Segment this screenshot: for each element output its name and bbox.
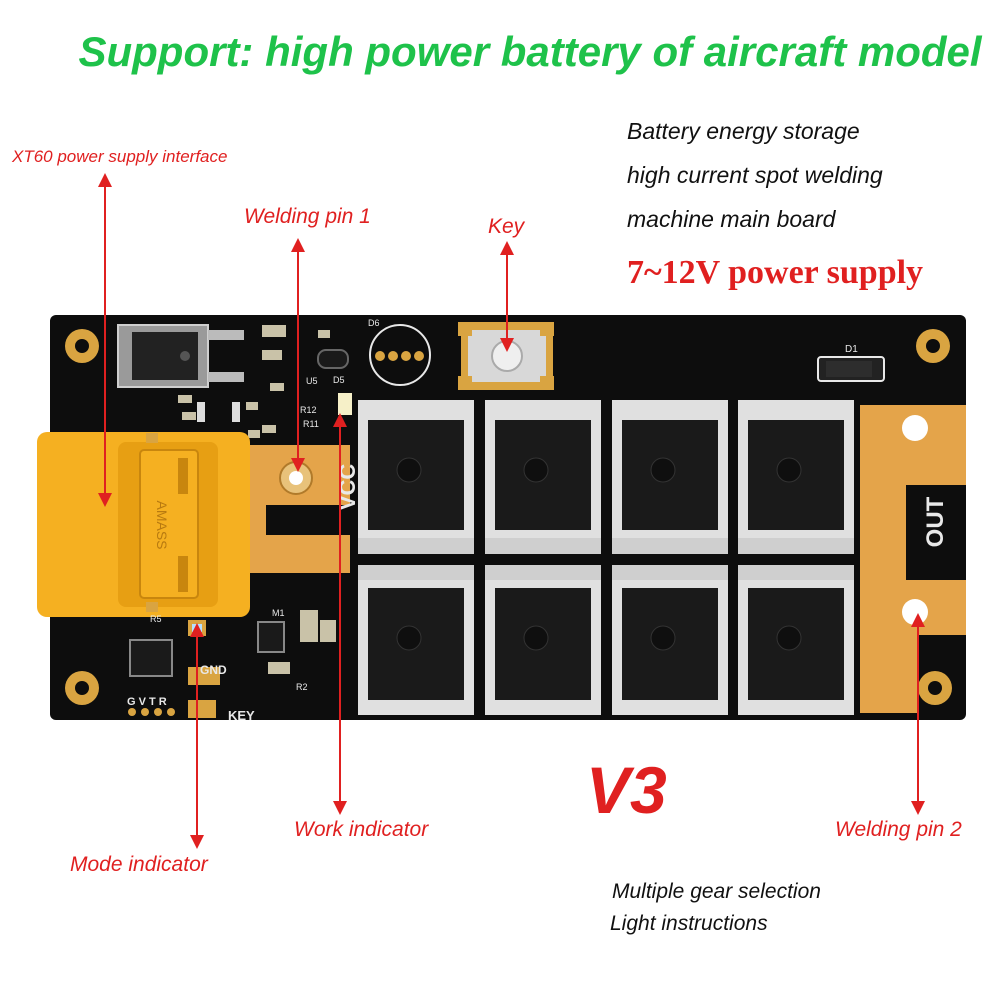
silk-gnd: GND: [200, 663, 227, 677]
feature-line-1: Multiple gear selection: [612, 880, 821, 903]
mosfet-top-2: [485, 400, 601, 554]
silk-vcc: VCC: [335, 464, 360, 511]
callout-arrows: [98, 173, 925, 849]
silk-m1: M1: [272, 608, 285, 618]
silk-r12: R12: [300, 405, 317, 415]
silk-r5: R5: [150, 614, 162, 624]
callout-welding-pin-2: Welding pin 2: [835, 818, 962, 841]
mounting-holes: [65, 329, 952, 705]
chip-mcu: [129, 639, 173, 677]
xt60-connector: [37, 432, 250, 617]
callout-xt60: XT60 power supply interface: [12, 147, 228, 166]
silk-pins: G V T R: [127, 696, 167, 708]
silk-u5: U5: [306, 376, 318, 386]
silk-r11: R11: [303, 419, 319, 429]
mosfet-top-3: [612, 400, 728, 554]
mosfet-array: [358, 400, 854, 715]
mosfet-bottom-4: [738, 565, 854, 715]
callout-mode-indicator: Mode indicator: [70, 853, 208, 876]
mosfet-bottom-2: [485, 565, 601, 715]
description-line-1: Battery energy storage: [627, 118, 860, 144]
silk-out: OUT: [922, 496, 949, 547]
feature-line-2: Light instructions: [610, 912, 768, 935]
mosfet-top-4: [738, 400, 854, 554]
silk-key: KEY: [228, 708, 255, 723]
silkscreen-labels: OUT VCC GND KEY G V T R D1 D6 D5 U5 M1 R…: [127, 318, 949, 723]
diode-d1: [817, 356, 885, 382]
mosfet-bottom-1: [358, 565, 474, 715]
mosfet-top-1: [358, 400, 474, 554]
chip-u5: [317, 349, 349, 369]
out-copper-plate: [860, 405, 966, 713]
mosfet-bottom-3: [612, 565, 728, 715]
version-label: V3: [586, 753, 667, 827]
silk-d1: D1: [845, 344, 858, 355]
led-d6: [369, 324, 431, 386]
mosfet-m1: [257, 621, 285, 653]
voltage-regulator: [117, 324, 244, 388]
callout-key: Key: [488, 215, 525, 238]
voltage-spec: 7~12V power supply: [627, 254, 924, 291]
callout-work-indicator: Work indicator: [294, 818, 429, 841]
smd-components: [178, 325, 330, 438]
description-line-3: machine main board: [627, 206, 836, 232]
silk-r2: R2: [296, 682, 308, 692]
callout-welding-pin-1: Welding pin 1: [244, 205, 371, 228]
silk-connector-brand: AMASS: [154, 500, 170, 549]
work-indicator-led: [338, 393, 352, 415]
description-line-2: high current spot welding: [627, 162, 883, 188]
silk-d6: D6: [368, 318, 380, 328]
silk-d5: D5: [333, 375, 345, 385]
headline: Support: high power battery of aircraft …: [78, 28, 982, 75]
